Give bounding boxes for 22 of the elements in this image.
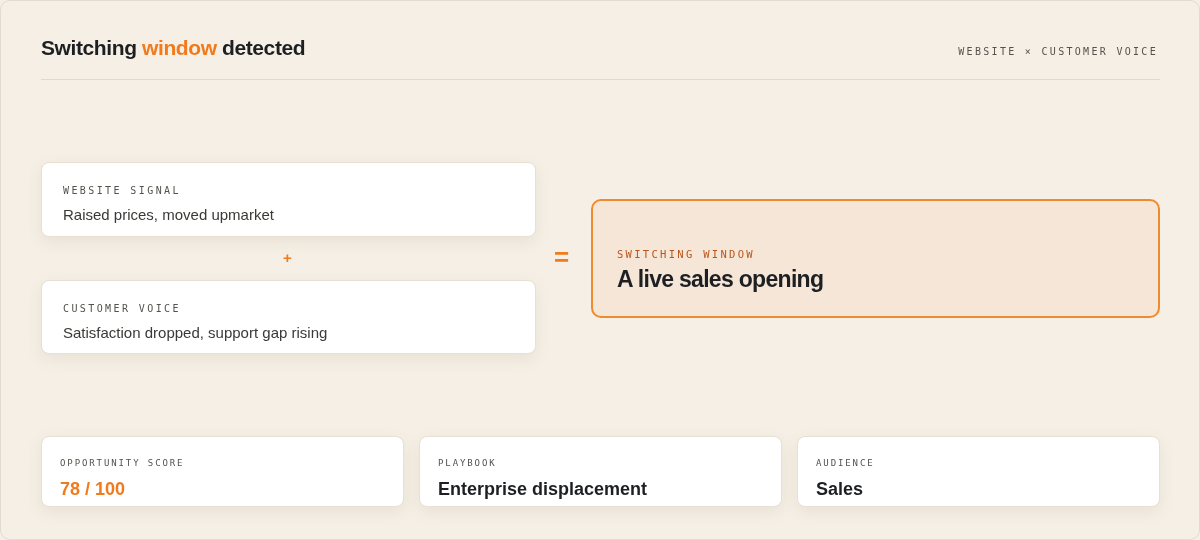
metric-value: Sales [816, 478, 864, 500]
plus-sign: + [283, 250, 292, 265]
metric-label: PLAYBOOK [438, 457, 497, 469]
signal-card [41, 280, 536, 354]
signal-card [41, 162, 536, 237]
metric-card [419, 436, 782, 507]
metric-card [797, 436, 1160, 507]
metric-card [41, 436, 404, 507]
result-label: SWITCHING WINDOW [617, 247, 755, 261]
card-text: Satisfaction dropped, support gap rising [63, 323, 328, 342]
metric-label: AUDIENCE [816, 457, 875, 469]
card-label: WEBSITE SIGNAL [63, 184, 181, 198]
result-heading: A live sales opening [617, 265, 824, 293]
card-text: Raised prices, moved upmarket [63, 205, 274, 224]
equals-sign: = [554, 244, 570, 270]
metric-value: Enterprise displacement [438, 478, 648, 500]
metric-label: OPPORTUNITY SCORE [60, 457, 185, 469]
source-tag: WEBSITE × CUSTOMER VOICE [958, 45, 1158, 59]
diagram-title: Switching window detected [41, 35, 306, 61]
card-label: CUSTOMER VOICE [63, 302, 181, 316]
result-card [591, 199, 1160, 318]
metric-value: 78 / 100 [60, 478, 126, 500]
